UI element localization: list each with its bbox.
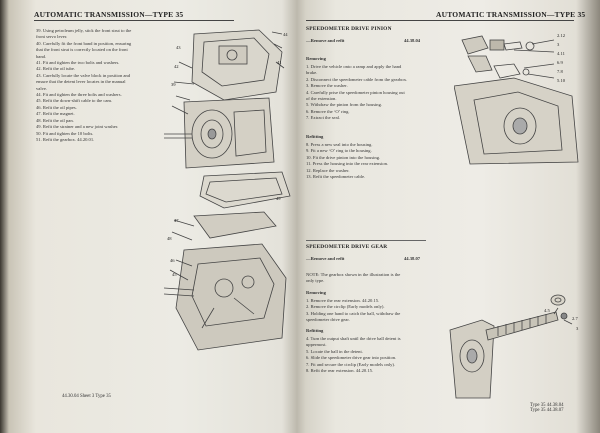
step-line: 9. Fit a new ‘O’ ring to the housing. [306,148,372,154]
step-line: 45. Refit the down-shift cable to the ca… [36,98,113,104]
step-line: uppermost. [306,342,327,348]
left-page-footer: 44.30.04 Sheet 3 Type 35 [62,394,111,399]
refitting-label: Refitting [306,134,324,139]
removing-label: Removing [306,290,326,295]
right-page-header: AUTOMATIC TRANSMISSION—TYPE 35 [436,10,586,19]
note-text: NOTE: The gearbox shown in the illustrat… [306,272,400,285]
header-rule [306,20,574,21]
removing-steps: 1. Remove the rear extension. 44.20.15. … [306,298,400,324]
step-line: 7. Fit and secure the circlip (Early mod… [306,361,396,367]
step-line: 46. Refit the oil pipes. [36,104,77,110]
removing-label: Removing [306,56,326,61]
speedometer-pinion-illustration [454,35,579,165]
section-divider [306,240,426,241]
step-line: ensure that the detent lever locates in … [36,79,126,85]
callout-label: 49 [276,196,281,201]
callout-label: 2.12 [557,33,566,38]
step-line: 5. Locate the ball in the detent. [306,348,363,354]
valve-block-illustration [164,29,285,169]
step-line: 6. Slide the speedometer drive gear into… [306,355,397,361]
callout-label: 3 [557,42,560,47]
step-line: 50. Fit and tighten the 10 bolts. [36,130,94,136]
callout-label: 4.5 [544,308,550,313]
section-title: SPEEDOMETER DRIVE GEAR [306,244,388,250]
note-line: only type. [306,278,325,284]
step-line: 5. Withdraw the pinion from the housing. [306,102,383,108]
callout-label: 6.9 [557,60,563,65]
callout-label: 3 [576,326,579,331]
callout-label: 47 [174,218,179,223]
section-subtitle: —Remove and refit [306,256,345,261]
callout-label: 41 [277,60,282,65]
step-line: 3. Holding one hand to catch the ball, w… [306,310,401,316]
step-line: 3. Remove the washer. [306,83,348,89]
step-line: 2. Remove the circlip (Early models only… [306,304,385,310]
left-page-header: AUTOMATIC TRANSMISSION—TYPE 35 [34,10,184,19]
step-line: speedometer drive gear. [306,317,350,323]
callout-label: 44 [283,32,288,37]
step-line: 4. Carefully prise the speedometer pinio… [306,89,405,95]
step-line: 1. Drive the vehicle onto a ramp and app… [306,64,402,69]
callout-label: 7.8 [557,69,563,74]
step-line: 13. Refit the speedometer cable. [306,174,366,180]
callout-label: 43 [176,45,181,50]
footer-line: Type 35 44.38.04 [530,403,564,408]
step-line: brake. [306,70,318,76]
speedometer-drive-gear-illustration [449,294,573,399]
step-line: 51. Refit the gearbox. 44.20.01. [36,136,95,142]
step-line: 10. Fit the drive pinion into the housin… [306,154,381,160]
step-line: 47. Refit the magnet. [36,111,75,117]
right-page: AUTOMATIC TRANSMISSION—TYPE 35 SPEEDOMET… [304,0,588,433]
callout-label: 46 [170,258,175,263]
step-line: 1. Remove the rear extension. 44.20.15. [306,298,380,303]
step-line: 41. Fit and tighten the two bolts and wa… [36,60,120,66]
callout-label: 2.7 [572,316,578,321]
header-rule [34,20,234,21]
callout-label: 48 [167,236,172,241]
step-line: front servo lever. [36,34,68,40]
callout-label: 5.10 [557,78,566,83]
step-line: 8. Press a new seal into the housing. [306,142,373,147]
section-title: SPEEDOMETER DRIVE PINION [306,26,392,32]
operation-code: 44.38.07 [404,256,421,261]
refitting-label: Refitting [306,328,324,333]
step-line: 49. Refit the strainer and a new joint w… [36,124,119,130]
right-page-footer: Type 35 44.38.04 Type 35 44.38.07 [530,403,564,413]
step-line: 11. Press the housing into the rear exte… [306,161,389,167]
removing-steps: 1. Drive the vehicle onto a ramp and app… [306,64,407,122]
note-line: NOTE: The gearbox shown in the illustrat… [306,272,401,277]
callout-label: 45 [172,272,177,277]
step-line: of the extension. [306,96,337,102]
step-line: valve. [36,85,48,91]
section-subtitle: —Remove and refit [306,38,345,43]
step-line: 42. Refit the oil tube. [36,66,76,72]
left-page: AUTOMATIC TRANSMISSION—TYPE 35 39. Using… [14,0,296,433]
operation-code: 44.38.04 [404,38,421,43]
step-line: 44. Fit and tighten the three bolts and … [36,92,122,98]
step-line: 2. Disconnect the speedometer cable from… [306,76,408,82]
step-line: 40. Carefully fit the front band in posi… [36,40,132,46]
step-line: band. [36,53,47,59]
step-line: 12. Replace the washer. [306,167,350,173]
callout-label: 42 [174,64,179,69]
refitting-steps: 4. Turn the output shaft until the drive… [306,336,401,374]
step-line: 7. Extract the seal. [306,115,341,121]
step-line: that the front strut is correctly locate… [36,47,128,53]
step-line: 6. Remove the ‘O’ ring. [306,108,350,114]
callout-label: 4.11 [557,51,565,56]
step-line: 4. Turn the output shaft until the drive… [306,336,401,341]
step-line: 43. Carefully locate the valve block in … [36,72,131,78]
callout-label: 39 [171,82,176,87]
refitting-steps: 8. Press a new seal into the housing. 9.… [306,142,388,180]
left-step-list: 39. Using petroleum jelly, stick the fro… [36,28,131,143]
step-line: 8. Refit the rear extension. 44.20.15. [306,368,374,374]
step-line: 39. Using petroleum jelly, stick the fro… [36,28,132,33]
step-line: 48. Refit the oil pan. [36,117,74,123]
oil-pan-illustration [164,171,291,351]
footer-line: Type 35 44.38.07 [530,408,564,413]
